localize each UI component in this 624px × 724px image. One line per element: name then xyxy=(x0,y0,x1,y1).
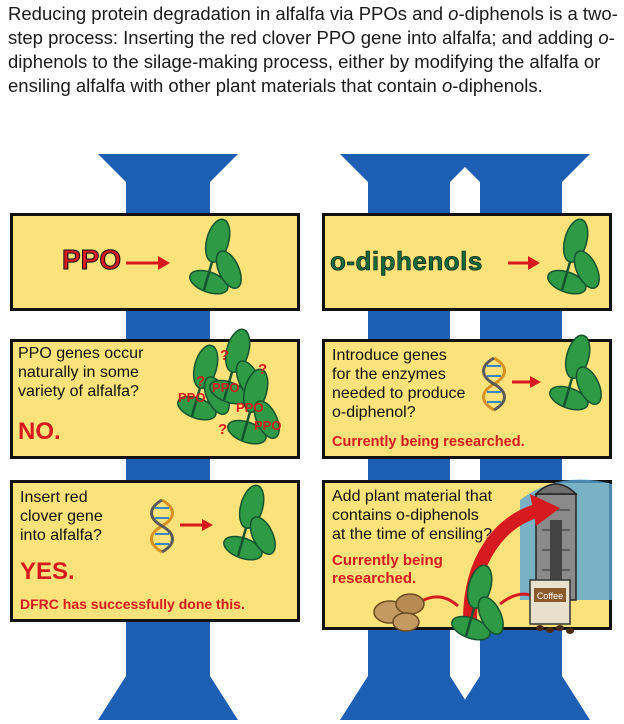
arrow-right-icon xyxy=(528,256,540,270)
insert-gene-answer: YES. xyxy=(20,558,75,585)
svg-text:Coffee: Coffee xyxy=(537,591,563,601)
introduce-genes-question: Introduce genes for the enzymes needed t… xyxy=(332,347,466,421)
ppo-leaf-label: PPO xyxy=(236,400,263,415)
ppo-leaf-label: PPO xyxy=(212,380,239,395)
alfalfa-leaf-icon xyxy=(447,561,510,646)
natural-ppo-answer: NO. xyxy=(18,418,61,445)
coffee-bag-icon: Coffee xyxy=(529,579,571,625)
arrow-right-icon xyxy=(158,256,170,270)
natural-ppo-question: PPO genes occur naturally in some variet… xyxy=(18,345,144,400)
question-mark: ? xyxy=(218,421,227,438)
plant-material-question: Add plant material that contains o-diphe… xyxy=(332,488,493,543)
ppo-leaf-label: PPO xyxy=(178,390,205,405)
caption: Reducing protein degradation in alfalfa … xyxy=(8,3,618,96)
ppo-header-label: PPO xyxy=(61,244,122,276)
o-diphenols-header-label: o-diphenols xyxy=(330,246,483,277)
o-diphenols-header-panel xyxy=(322,213,612,311)
arrow-right-icon xyxy=(530,376,541,388)
potato-icon xyxy=(373,593,425,632)
insert-gene-question: Insert red clover gene into alfalfa? xyxy=(20,489,103,544)
question-mark: ? xyxy=(220,347,229,364)
insert-gene-note: DFRC has successfully done this. xyxy=(20,596,245,612)
plant-material-status: Currently being researched. xyxy=(332,552,443,587)
ppo-header-panel xyxy=(10,213,300,311)
question-mark: ? xyxy=(196,373,205,390)
introduce-genes-status: Currently being researched. xyxy=(332,434,525,450)
arrow-right-icon xyxy=(202,519,213,531)
ppo-leaf-label: PPO xyxy=(254,418,281,433)
question-mark: ? xyxy=(258,361,267,378)
